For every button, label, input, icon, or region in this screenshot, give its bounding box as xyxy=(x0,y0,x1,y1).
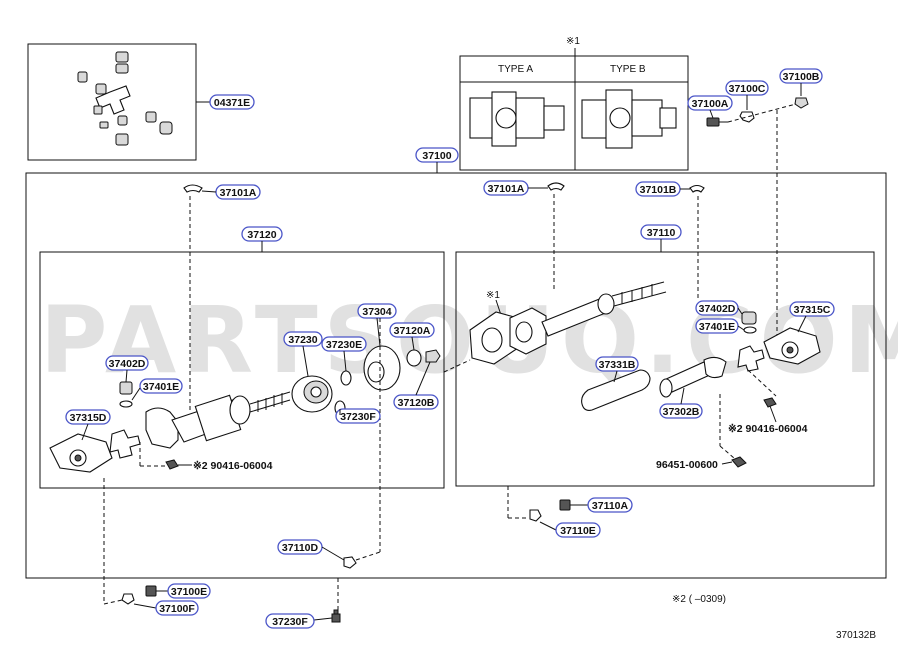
joint-type-inset: ※1 TYPE A TYPE B xyxy=(459,36,689,171)
label-37110[interactable]: 37110 xyxy=(640,224,682,240)
label-37401e-right[interactable]: 37401E xyxy=(695,318,739,334)
label-37230[interactable]: 37230 xyxy=(283,331,323,347)
svg-text:37110D: 37110D xyxy=(282,542,319,554)
label-37100b-top[interactable]: 37100B xyxy=(779,68,823,84)
label-04371e[interactable]: 04371E xyxy=(209,94,255,110)
spider-kit-box xyxy=(27,43,210,161)
label-37331b[interactable]: 37331B xyxy=(595,356,639,372)
svg-text:37101B: 37101B xyxy=(640,184,677,196)
svg-text:37331B: 37331B xyxy=(599,359,636,371)
svg-text:37100B: 37100B xyxy=(783,71,820,83)
label-37401e-left[interactable]: 37401E xyxy=(139,378,183,394)
label-90416-right[interactable]: ※2 90416-06004 xyxy=(728,423,808,435)
label-37110e[interactable]: 37110E xyxy=(555,522,601,538)
svg-text:※2 90416-06004: ※2 90416-06004 xyxy=(728,423,808,435)
label-37402d-left[interactable]: 37402D xyxy=(105,355,149,371)
label-37100c[interactable]: 37100C xyxy=(725,80,769,96)
svg-text:※2 90416-06004: ※2 90416-06004 xyxy=(193,460,273,472)
svg-text:37100F: 37100F xyxy=(159,603,195,615)
svg-text:37230: 37230 xyxy=(288,334,317,346)
nut-37110d xyxy=(343,556,357,569)
svg-text:37401E: 37401E xyxy=(699,321,735,333)
svg-text:37101A: 37101A xyxy=(488,183,525,195)
grease-fitting-37230f xyxy=(331,609,341,623)
mark-1: ※1 xyxy=(486,290,500,301)
label-37302b[interactable]: 37302B xyxy=(659,403,703,419)
svg-text:37100C: 37100C xyxy=(729,83,766,95)
label-37230f-bottom[interactable]: 37230F xyxy=(265,613,315,629)
footnote: ※2 ( –0309) xyxy=(672,594,726,605)
label-37120[interactable]: 37120 xyxy=(241,226,283,242)
label-37100[interactable]: 37100 xyxy=(415,147,459,163)
subassembly-37110-box xyxy=(455,251,875,487)
inset-ref-mark: ※1 xyxy=(566,36,580,47)
svg-text:37120: 37120 xyxy=(247,229,276,241)
label-37304[interactable]: 37304 xyxy=(357,303,397,319)
label-37101a-right[interactable]: 37101A xyxy=(483,180,529,196)
svg-text:37100A: 37100A xyxy=(692,98,729,110)
svg-text:37304: 37304 xyxy=(362,306,391,318)
top-right-fasteners xyxy=(706,83,809,340)
label-37402d-right[interactable]: 37402D xyxy=(695,300,739,316)
label-90416-left[interactable]: ※2 90416-06004 xyxy=(193,460,273,472)
label-37315c[interactable]: 37315C xyxy=(789,301,835,317)
label-37100f[interactable]: 37100F xyxy=(155,600,199,616)
svg-text:37401E: 37401E xyxy=(143,381,179,393)
figure-code: 370132B xyxy=(836,630,876,641)
svg-text:37315D: 37315D xyxy=(70,412,107,424)
label-37100a[interactable]: 37100A xyxy=(687,95,733,111)
svg-text:04371E: 04371E xyxy=(214,97,250,109)
svg-text:37110E: 37110E xyxy=(560,525,596,537)
nut-37110e xyxy=(529,509,542,522)
front-propeller-shaft xyxy=(469,281,821,411)
svg-text:37100: 37100 xyxy=(422,150,451,162)
bolt-37100e xyxy=(145,585,157,597)
svg-text:37402D: 37402D xyxy=(699,303,736,315)
snap-ring-right xyxy=(547,182,565,191)
svg-text:37230E: 37230E xyxy=(326,339,362,351)
label-37120a[interactable]: 37120A xyxy=(389,322,435,338)
svg-text:37230F: 37230F xyxy=(272,616,308,628)
snap-ring-b xyxy=(689,184,705,193)
label-37110a[interactable]: 37110A xyxy=(587,497,633,513)
snap-ring-left xyxy=(183,184,203,193)
label-37100e[interactable]: 37100E xyxy=(167,583,211,599)
label-37230e[interactable]: 37230E xyxy=(321,336,367,352)
type-a-heading: TYPE A xyxy=(498,64,533,75)
svg-text:37110A: 37110A xyxy=(592,500,629,512)
svg-text:37230F: 37230F xyxy=(340,411,376,423)
label-37230f[interactable]: 37230F xyxy=(335,408,381,424)
label-37315d[interactable]: 37315D xyxy=(65,409,111,425)
label-37110d[interactable]: 37110D xyxy=(277,539,323,555)
svg-text:37100E: 37100E xyxy=(171,586,207,598)
label-37120b[interactable]: 37120B xyxy=(393,394,439,410)
svg-text:37120B: 37120B xyxy=(398,397,435,409)
svg-text:37110: 37110 xyxy=(647,227,676,239)
bolt-37110a xyxy=(559,499,571,511)
svg-text:37101A: 37101A xyxy=(220,187,257,199)
label-96451[interactable]: 96451-00600 xyxy=(656,459,718,471)
assembly-37100-box xyxy=(25,172,887,579)
type-b-heading: TYPE B xyxy=(610,64,646,75)
svg-text:37315C: 37315C xyxy=(794,304,831,316)
svg-text:37120A: 37120A xyxy=(394,325,431,337)
subassembly-37120-box xyxy=(39,251,445,489)
label-37101a-left[interactable]: 37101A xyxy=(215,184,261,200)
svg-text:96451-00600: 96451-00600 xyxy=(656,459,718,471)
svg-text:37402D: 37402D xyxy=(109,358,146,370)
label-37101b[interactable]: 37101B xyxy=(635,181,681,197)
washer-37100f xyxy=(121,593,135,605)
svg-text:37302B: 37302B xyxy=(663,406,700,418)
